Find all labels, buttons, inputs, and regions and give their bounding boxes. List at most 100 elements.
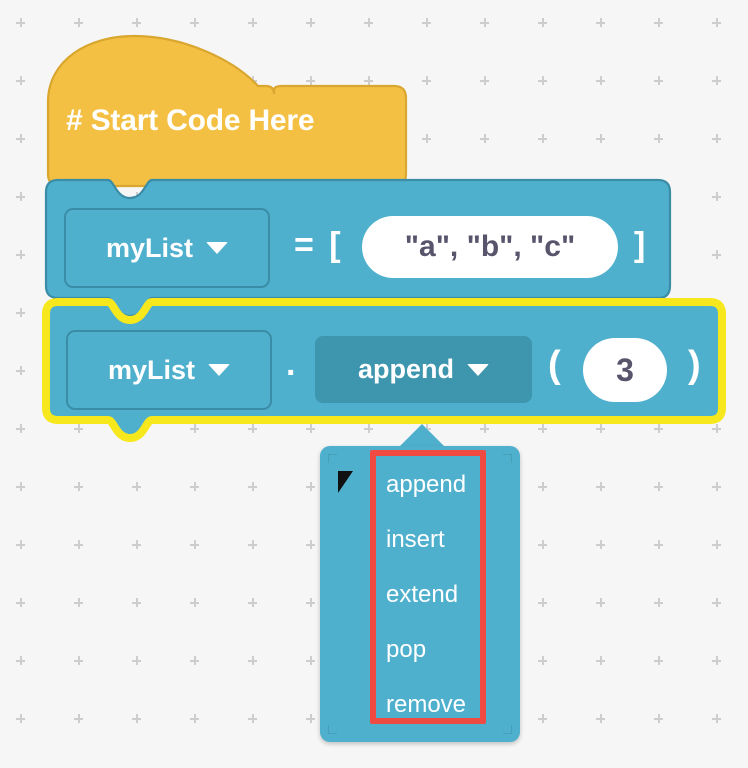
grid-plus-marker — [132, 482, 141, 491]
grid-plus-marker — [132, 540, 141, 549]
variable-field-mylist-method[interactable]: myList — [66, 330, 272, 410]
method-field-append[interactable]: append — [315, 336, 532, 403]
grid-plus-marker — [248, 18, 257, 27]
grid-plus-marker — [654, 656, 663, 665]
grid-plus-marker — [596, 714, 605, 723]
bracket-close-symbol: ] — [634, 226, 646, 264]
hat-block-label: # Start Code Here — [66, 104, 315, 137]
grid-plus-marker — [16, 424, 25, 433]
menu-item-remove[interactable]: remove — [386, 691, 467, 718]
grid-plus-marker — [74, 598, 83, 607]
menu-corner-tick — [328, 454, 337, 463]
grid-plus-marker — [480, 134, 489, 143]
grid-plus-marker — [480, 76, 489, 85]
grid-plus-marker — [16, 714, 25, 723]
grid-plus-marker — [306, 540, 315, 549]
grid-plus-marker — [248, 482, 257, 491]
grid-plus-marker — [712, 714, 721, 723]
grid-plus-marker — [538, 18, 547, 27]
grid-plus-marker — [596, 482, 605, 491]
grid-plus-marker — [248, 656, 257, 665]
grid-plus-marker — [306, 598, 315, 607]
grid-plus-marker — [654, 540, 663, 549]
grid-plus-marker — [712, 192, 721, 201]
variable-field-mylist-assign[interactable]: myList — [64, 208, 270, 288]
grid-plus-marker — [190, 540, 199, 549]
grid-plus-marker — [16, 76, 25, 85]
grid-plus-marker — [596, 134, 605, 143]
dropdown-pointer-arrow — [398, 424, 446, 448]
grid-plus-marker — [306, 656, 315, 665]
grid-plus-marker — [538, 656, 547, 665]
menu-item-append[interactable]: append — [386, 471, 467, 498]
grid-plus-marker — [74, 482, 83, 491]
paren-open-symbol: ( — [548, 344, 561, 386]
grid-plus-marker — [190, 714, 199, 723]
grid-plus-marker — [596, 656, 605, 665]
grid-plus-marker — [248, 540, 257, 549]
menu-item-insert[interactable]: insert — [386, 526, 445, 553]
variable-field-label: myList — [105, 232, 194, 263]
grid-plus-marker — [712, 134, 721, 143]
grid-plus-marker — [654, 18, 663, 27]
grid-plus-marker — [538, 598, 547, 607]
grid-plus-marker — [712, 76, 721, 85]
grid-plus-marker — [306, 18, 315, 27]
grid-plus-marker — [16, 192, 25, 201]
grid-plus-marker — [16, 308, 25, 317]
grid-plus-marker — [654, 134, 663, 143]
grid-plus-marker — [712, 18, 721, 27]
menu-item-extend[interactable]: extend — [386, 581, 459, 608]
grid-plus-marker — [74, 540, 83, 549]
grid-plus-marker — [16, 482, 25, 491]
grid-plus-marker — [422, 18, 431, 27]
grid-plus-marker — [480, 18, 489, 27]
dot-operator-symbol: . — [286, 345, 296, 383]
argument-field-number[interactable]: 3 — [583, 338, 667, 402]
grid-plus-marker — [16, 250, 25, 259]
chevron-down-icon — [208, 364, 231, 376]
grid-plus-marker — [190, 18, 199, 27]
paren-close-symbol: ) — [688, 344, 701, 386]
grid-plus-marker — [306, 482, 315, 491]
grid-plus-marker — [364, 18, 373, 27]
grid-plus-marker — [712, 656, 721, 665]
grid-plus-marker — [596, 76, 605, 85]
menu-corner-tick — [503, 454, 512, 463]
grid-plus-marker — [596, 598, 605, 607]
grid-plus-marker — [712, 540, 721, 549]
method-dropdown-menu[interactable]: append insert extend pop remove — [320, 446, 520, 742]
grid-plus-marker — [74, 656, 83, 665]
menu-item-pop[interactable]: pop — [386, 636, 427, 663]
check-marker-icon — [338, 471, 353, 493]
grid-plus-marker — [712, 598, 721, 607]
grid-plus-marker — [712, 250, 721, 259]
grid-plus-marker — [596, 18, 605, 27]
menu-corner-tick — [503, 725, 512, 734]
grid-plus-marker — [74, 714, 83, 723]
grid-plus-marker — [422, 134, 431, 143]
grid-plus-marker — [16, 18, 25, 27]
grid-plus-marker — [538, 482, 547, 491]
grid-plus-marker — [654, 482, 663, 491]
grid-plus-marker — [132, 714, 141, 723]
chevron-down-icon — [467, 363, 489, 376]
menu-corner-tick — [328, 725, 337, 734]
grid-plus-marker — [16, 540, 25, 549]
chevron-down-icon — [206, 242, 229, 254]
grid-plus-marker — [16, 366, 25, 375]
grid-plus-marker — [132, 656, 141, 665]
grid-plus-marker — [538, 76, 547, 85]
argument-value-text: 3 — [616, 351, 634, 388]
grid-plus-marker — [74, 18, 83, 27]
grid-plus-marker — [16, 656, 25, 665]
grid-plus-marker — [712, 482, 721, 491]
list-value-field[interactable]: "a", "b", "c" — [362, 216, 618, 278]
list-value-text: "a", "b", "c" — [404, 230, 576, 263]
grid-plus-marker — [538, 540, 547, 549]
grid-plus-marker — [190, 482, 199, 491]
grid-plus-marker — [654, 598, 663, 607]
grid-plus-marker — [248, 598, 257, 607]
grid-plus-marker — [16, 134, 25, 143]
